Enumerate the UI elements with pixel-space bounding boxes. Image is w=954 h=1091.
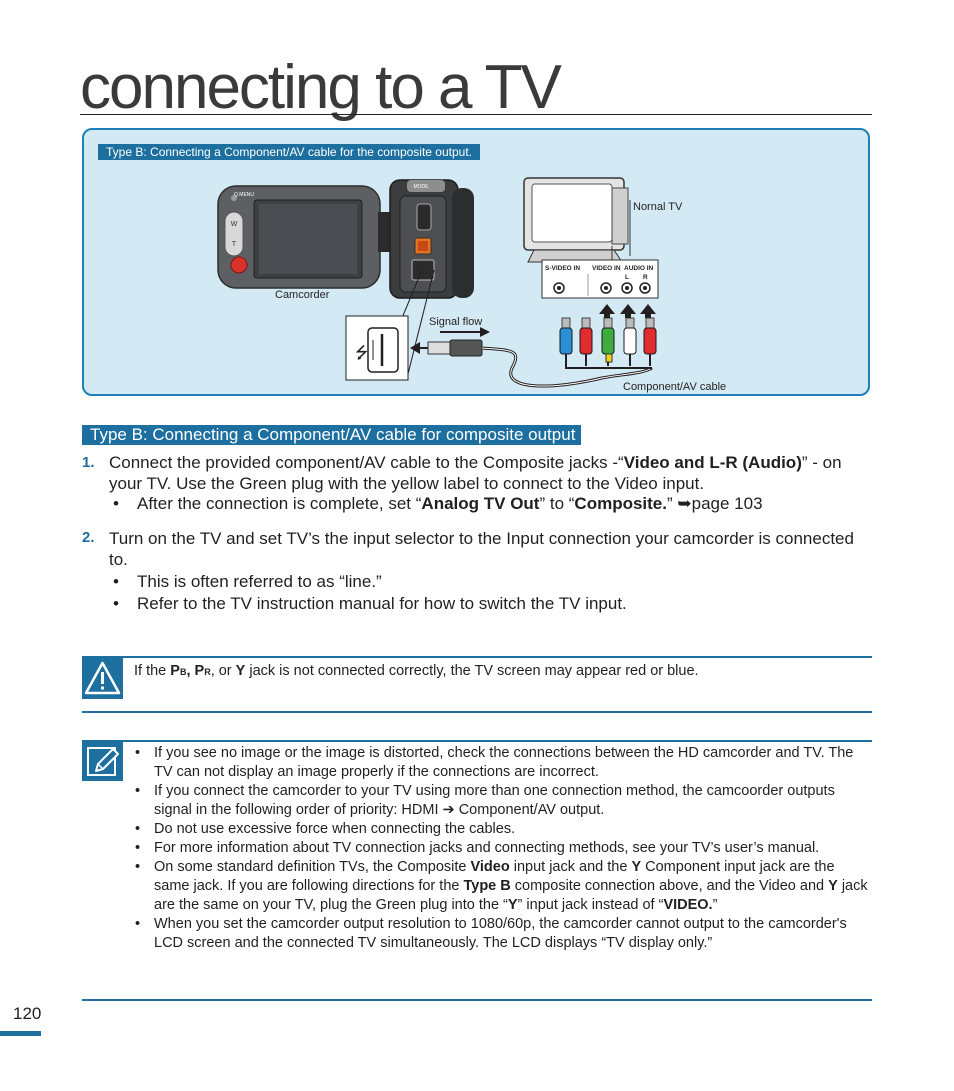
audio-in-label: AUDIO IN [624,265,654,272]
note-5-i: jack are the same on your TV, plug the G… [154,878,868,913]
note-3: Do not use excessive force when connecti… [154,821,516,837]
composite: Composite. [574,494,667,513]
bullet-dot: • [113,494,119,513]
svideo-label: S-VIDEO IN [545,265,580,272]
step-1-bold: Video and L-R (Audio) [623,453,802,472]
step-1-number: 1. [82,454,95,471]
bullet-mid: ” to “ [539,494,575,513]
qmenu-label: Q.MENU [234,192,254,198]
y-jack: Y [235,663,246,679]
up-arrows [599,304,656,318]
step-2-text: Turn on the TV and set TV’s the input se… [109,529,854,569]
rca-plugs [559,317,657,369]
title-rule [80,114,872,115]
warning-comma: , [186,663,195,679]
note-1: If you see no image or the image is dist… [154,745,854,780]
bullet-pre: After the connection is complete, set “ [137,494,422,513]
note-5-j: Y [507,897,518,913]
warning-pre: If the [134,663,171,679]
note-5-k: ” input jack instead of “ [517,897,664,913]
notes-top-rule [82,740,872,742]
signal-flow-arrow [440,327,490,337]
note-item: When you set the camcorder output resolu… [134,915,874,953]
page-title: connecting to a TV [80,53,562,122]
warning-icon [82,658,123,699]
audio-l-label: L [625,274,629,281]
note-pencil-icon [82,742,123,781]
note-5-c: input jack and the [509,859,632,875]
section-heading: Type B: Connecting a Component/AV cable … [82,425,582,445]
signal-flow-label: Signal flow [429,316,482,328]
note-item: Do not use excessive force when connecti… [134,820,874,839]
note-5-g: composite connection above, and the Vide… [510,878,829,894]
zoom-t-label: T [232,241,237,248]
arrow-icon: ➔ [442,802,455,818]
note-5-d: Y [631,859,642,875]
note-item: If you connect the camcorder to your TV … [134,782,874,820]
warning-bottom-rule [82,711,872,713]
note-5-a: On some standard definition TVs, the Com… [154,859,471,875]
notes-bottom-rule [82,999,872,1001]
warning-post: jack is not connected correctly, the TV … [245,663,699,679]
warning-text: If the PB, PR, or Y jack is not connecte… [134,662,864,682]
camcorder-label: Camcorder [275,289,330,301]
note-4: For more information about TV connection… [154,840,820,856]
note-item: For more information about TV connection… [134,839,874,858]
step-1-bullet-1: After the connection is complete, set “A… [137,493,877,514]
figure-caption: Type B: Connecting a Component/AV cable … [98,144,480,160]
video-in-label: VIDEO IN [592,265,621,272]
tv-input-panel [541,246,659,299]
note-5-b: Video [470,859,510,875]
zoom-w-label: W [231,221,238,228]
analog-tv-out: Analog TV Out [421,494,540,513]
usb-jack-zoom: ⭍ [345,315,409,381]
notes-list: If you see no image or the image is dist… [134,744,874,953]
usb-cable [410,339,653,388]
pr-sub: R [204,667,211,677]
warning-or: , or [210,663,236,679]
audio-r-label: R [643,274,648,281]
note-item: If you see no image or the image is dist… [134,744,874,782]
mode-label: MODE [414,184,430,190]
note-5-f: Type B [463,878,511,894]
step-1-pre: Connect the provided component/AV cable … [109,453,624,472]
step-1-text: Connect the provided component/AV cable … [109,452,879,494]
step-1-post: ” - on your TV. Use the Green plug with … [109,453,842,493]
warning-top-rule [82,656,872,658]
note-2-post: Component/AV output. [454,802,605,818]
note-2-pre: If you connect the camcorder to your TV … [154,783,835,818]
bullet-post: ” [666,494,678,513]
page-number-bar [0,1031,41,1036]
pb-jack: P [170,663,180,679]
step-2-number: 2. [82,529,95,546]
note-5-l: VIDEO. [663,897,713,913]
note-5-h: Y [828,878,838,894]
note-5-m: ” [712,897,718,913]
note-item: On some standard definition TVs, the Com… [134,858,874,915]
page-reference: ➥page 103 [677,494,763,513]
cable-label: Component/AV cable [623,381,726,393]
bullet-dot: • [113,594,119,613]
note-6: When you set the camcorder output resolu… [154,916,847,951]
note-5-e: Component input jack are the same jack. … [154,859,835,894]
connection-diagram: MODE Q.MENU W T ⭍ Signal flow [217,177,726,393]
tv-illustration [523,177,631,263]
bullet-dot: • [113,572,119,591]
tv-label: Nornal TV [633,201,683,213]
pr-jack: P [194,663,205,679]
step-2-bullet-1: This is often referred to as “line.” [137,572,382,591]
pb-sub: B [179,667,187,677]
usb-icon: ⭍ [355,343,368,362]
page-number: 120 [13,1004,42,1023]
step-2-bullet-2: Refer to the TV instruction manual for h… [137,594,627,613]
camcorder-illustration [217,179,474,299]
